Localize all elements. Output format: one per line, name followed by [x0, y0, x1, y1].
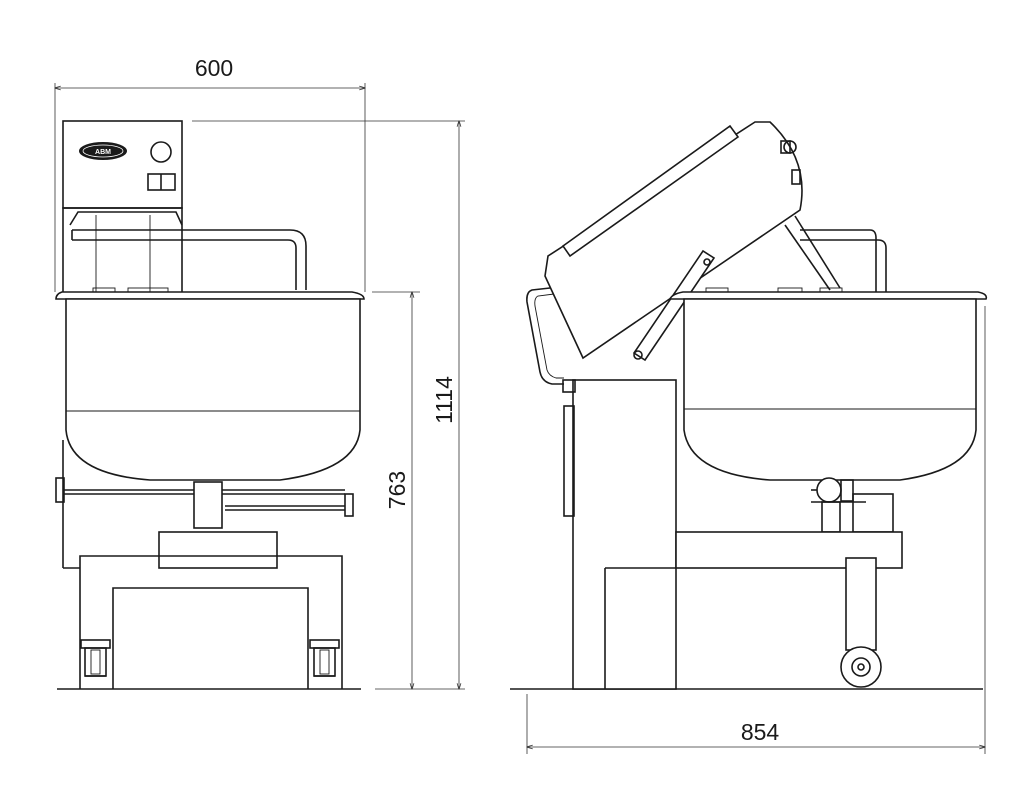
rear-caster [840, 557, 882, 688]
dimension-depth: 854 [527, 306, 985, 754]
side-view [510, 121, 988, 690]
front-view: ABM [55, 120, 365, 690]
svg-text:600: 600 [195, 55, 233, 81]
tilted-mixer-head [544, 121, 841, 360]
dimension-bowl-height: 763 [372, 292, 420, 689]
control-knob-icon [150, 141, 172, 163]
control-panel: ABM [62, 120, 183, 209]
svg-text:1114: 1114 [431, 376, 457, 424]
tilt-piston [632, 249, 716, 362]
svg-text:763: 763 [384, 471, 410, 509]
svg-text:854: 854 [741, 719, 780, 745]
brand-logo: ABM [79, 142, 127, 160]
dimension-total-height: 1114 [192, 121, 465, 689]
front-caster-left [80, 639, 111, 677]
dimension-width: 600 [55, 55, 365, 292]
svg-text:ABM: ABM [95, 149, 111, 156]
front-caster-right [309, 639, 340, 677]
